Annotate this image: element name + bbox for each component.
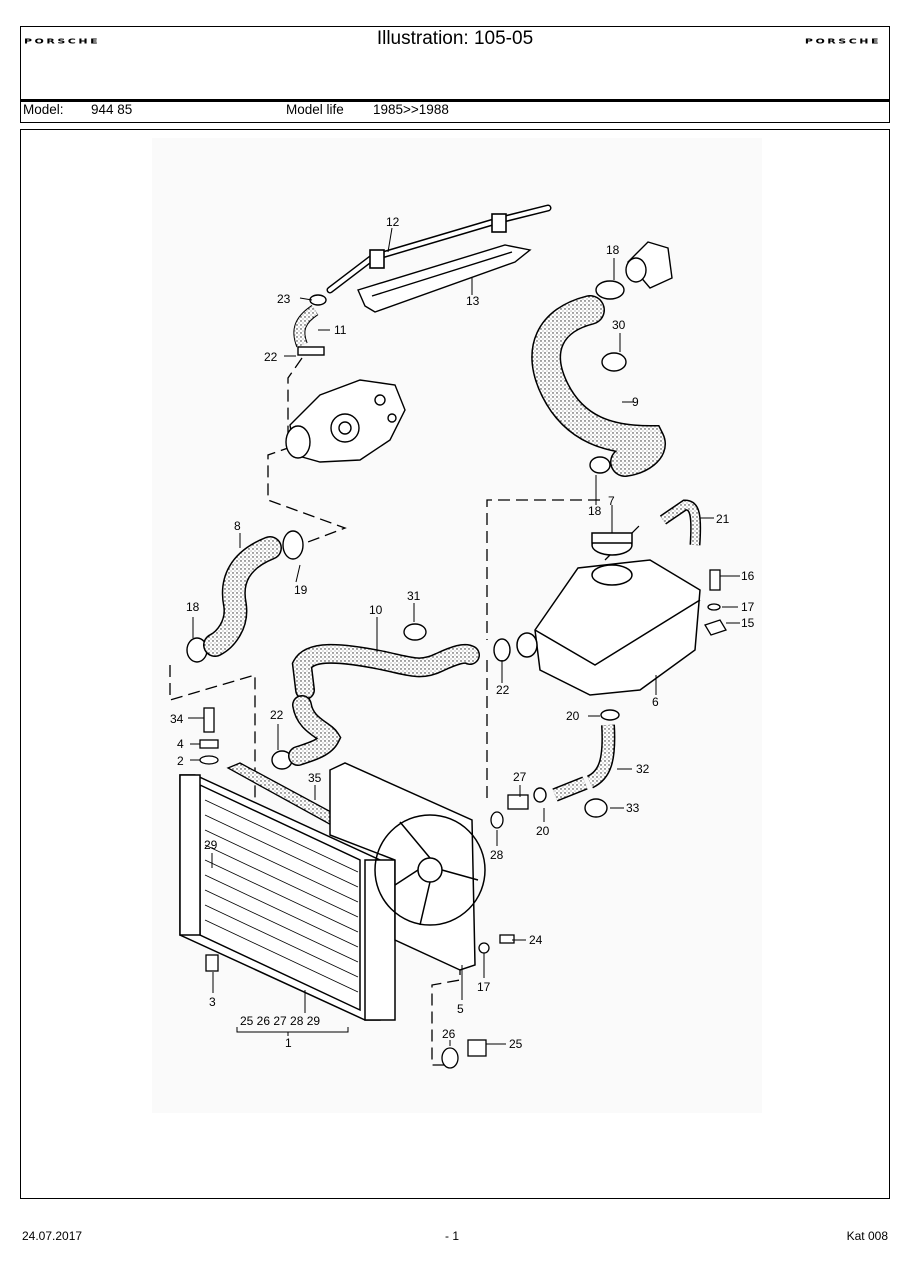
breather-hose-part-21 <box>659 499 702 546</box>
small-hose-part-11 <box>293 294 327 356</box>
footer-date: 24.07.2017 <box>22 1229 83 1243</box>
fan-shroud-part-5 <box>329 762 486 971</box>
thermostat-housing <box>595 241 673 300</box>
model-value: 944 85 <box>91 102 133 117</box>
footer-page-number: - 1 <box>445 1229 460 1243</box>
porsche-logo-right: PORSCHE <box>804 37 881 46</box>
callout-34: 34 <box>170 712 184 726</box>
expansion-tank-part-6 <box>516 532 701 696</box>
callout-17-low: 17 <box>477 980 491 994</box>
callout-22-top: 22 <box>264 350 278 364</box>
callout-8: 8 <box>234 519 241 533</box>
callout-11: 11 <box>334 323 347 337</box>
illustration-title: Illustration: 105-05 <box>376 28 534 49</box>
callout-26: 26 <box>442 1027 456 1041</box>
leader-lines <box>188 227 740 1046</box>
callout-17-right: 17 <box>741 600 755 614</box>
callout-22-low: 22 <box>270 708 284 722</box>
callout-13: 13 <box>466 294 480 308</box>
radiator-part-1 <box>179 774 396 1021</box>
footer-catalog: Kat 008 <box>846 1229 888 1243</box>
lower-hose-part <box>288 695 342 766</box>
exploded-parts-diagram: 12 13 18 23 11 30 22 9 18 7 21 8 19 16 3… <box>152 138 762 1113</box>
callout-21: 21 <box>716 512 730 526</box>
callout-18-mid: 18 <box>588 504 602 518</box>
callout-28: 28 <box>490 848 504 862</box>
callout-32: 32 <box>636 762 650 776</box>
model-life-label: Model life <box>286 102 344 117</box>
diagram-svg: 12 13 18 23 11 30 22 9 18 7 21 8 19 16 3… <box>169 204 755 1069</box>
callout-6: 6 <box>652 695 659 709</box>
callout-20-top: 20 <box>566 709 580 723</box>
hose-part-32 <box>552 724 616 802</box>
callout-19: 19 <box>294 583 308 597</box>
illustration-frame <box>20 129 890 1199</box>
callout-29: 29 <box>204 838 218 852</box>
callout-12: 12 <box>386 215 400 229</box>
callout-31: 31 <box>407 589 421 603</box>
callout-3: 3 <box>209 995 216 1009</box>
callout-22-mid: 22 <box>496 683 510 697</box>
callout-10: 10 <box>369 603 383 617</box>
model-life-value: 1985>>1988 <box>373 102 449 117</box>
callout-23: 23 <box>277 292 291 306</box>
callout-7: 7 <box>608 494 615 508</box>
callout-33: 33 <box>626 801 640 815</box>
callout-35: 35 <box>308 771 322 785</box>
porsche-logo-left: PORSCHE <box>24 37 101 46</box>
callout-group-radiator: 25 26 27 28 29 <box>240 1014 320 1028</box>
callout-9: 9 <box>632 395 639 409</box>
callout-4: 4 <box>177 737 184 751</box>
callout-2: 2 <box>177 754 184 768</box>
header: PORSCHE Illustration: 105-05 PORSCHE Mod… <box>20 26 890 123</box>
callout-5: 5 <box>457 1002 464 1016</box>
clamp-parts <box>186 352 627 818</box>
model-label: Model: <box>23 102 64 117</box>
callout-24: 24 <box>529 933 543 947</box>
callout-30: 30 <box>612 318 626 332</box>
pipe-part-12 <box>326 204 552 294</box>
radiator-hose-part-10 <box>291 643 480 700</box>
model-row: Model: 944 85 Model life 1985>>1988 <box>21 101 889 121</box>
callout-27: 27 <box>513 770 527 784</box>
callout-16: 16 <box>741 569 755 583</box>
radiator-hose-part-9 <box>531 295 666 477</box>
header-divider <box>21 99 889 102</box>
callout-15: 15 <box>741 616 755 630</box>
radiator-hose-part-8 <box>203 536 282 657</box>
callout-25: 25 <box>509 1037 523 1051</box>
callout-20-low: 20 <box>536 824 550 838</box>
callout-18-left: 18 <box>186 600 200 614</box>
callout-18-top: 18 <box>606 243 620 257</box>
callout-labels: 12 13 18 23 11 30 22 9 18 7 21 8 19 16 3… <box>170 215 755 1051</box>
bracket-part-13 <box>357 244 532 313</box>
callout-1: 1 <box>285 1036 292 1050</box>
water-pump-assembly <box>285 379 406 463</box>
